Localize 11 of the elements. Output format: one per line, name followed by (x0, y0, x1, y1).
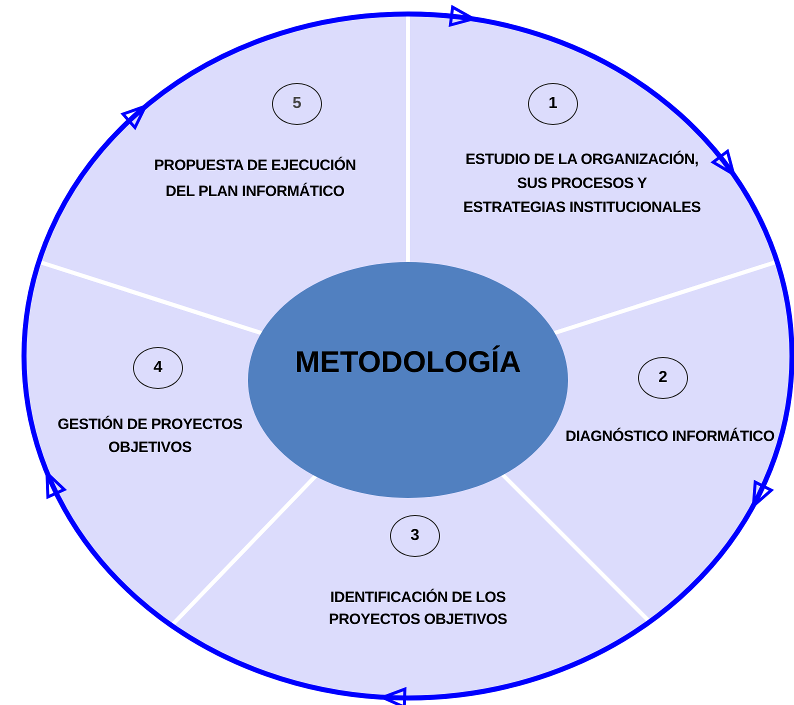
step-label: DIAGNÓSTICO INFORMÁTICO (564, 426, 776, 447)
step-number: 5 (272, 83, 322, 125)
step-label: IDENTIFICACIÓN DE LOS PROYECTOS OBJETIVOS (328, 588, 508, 630)
step-number: 4 (133, 347, 183, 389)
step-label: GESTIÓN DE PROYECTOS OBJETIVOS (56, 414, 244, 458)
step-label: ESTUDIO DE LA ORGANIZACIÓN, SUS PROCESOS Y ESTRATEGIAS INSTITUCIONALES (462, 150, 702, 218)
step-number: 3 (390, 515, 440, 557)
step-label: PROPUESTA DE EJECUCIÓN DEL PLAN INFORMÁTICO (153, 156, 357, 202)
step-number: 1 (528, 83, 578, 125)
title-text: METODOLOGÍA (294, 346, 522, 380)
step-number: 2 (638, 357, 688, 399)
